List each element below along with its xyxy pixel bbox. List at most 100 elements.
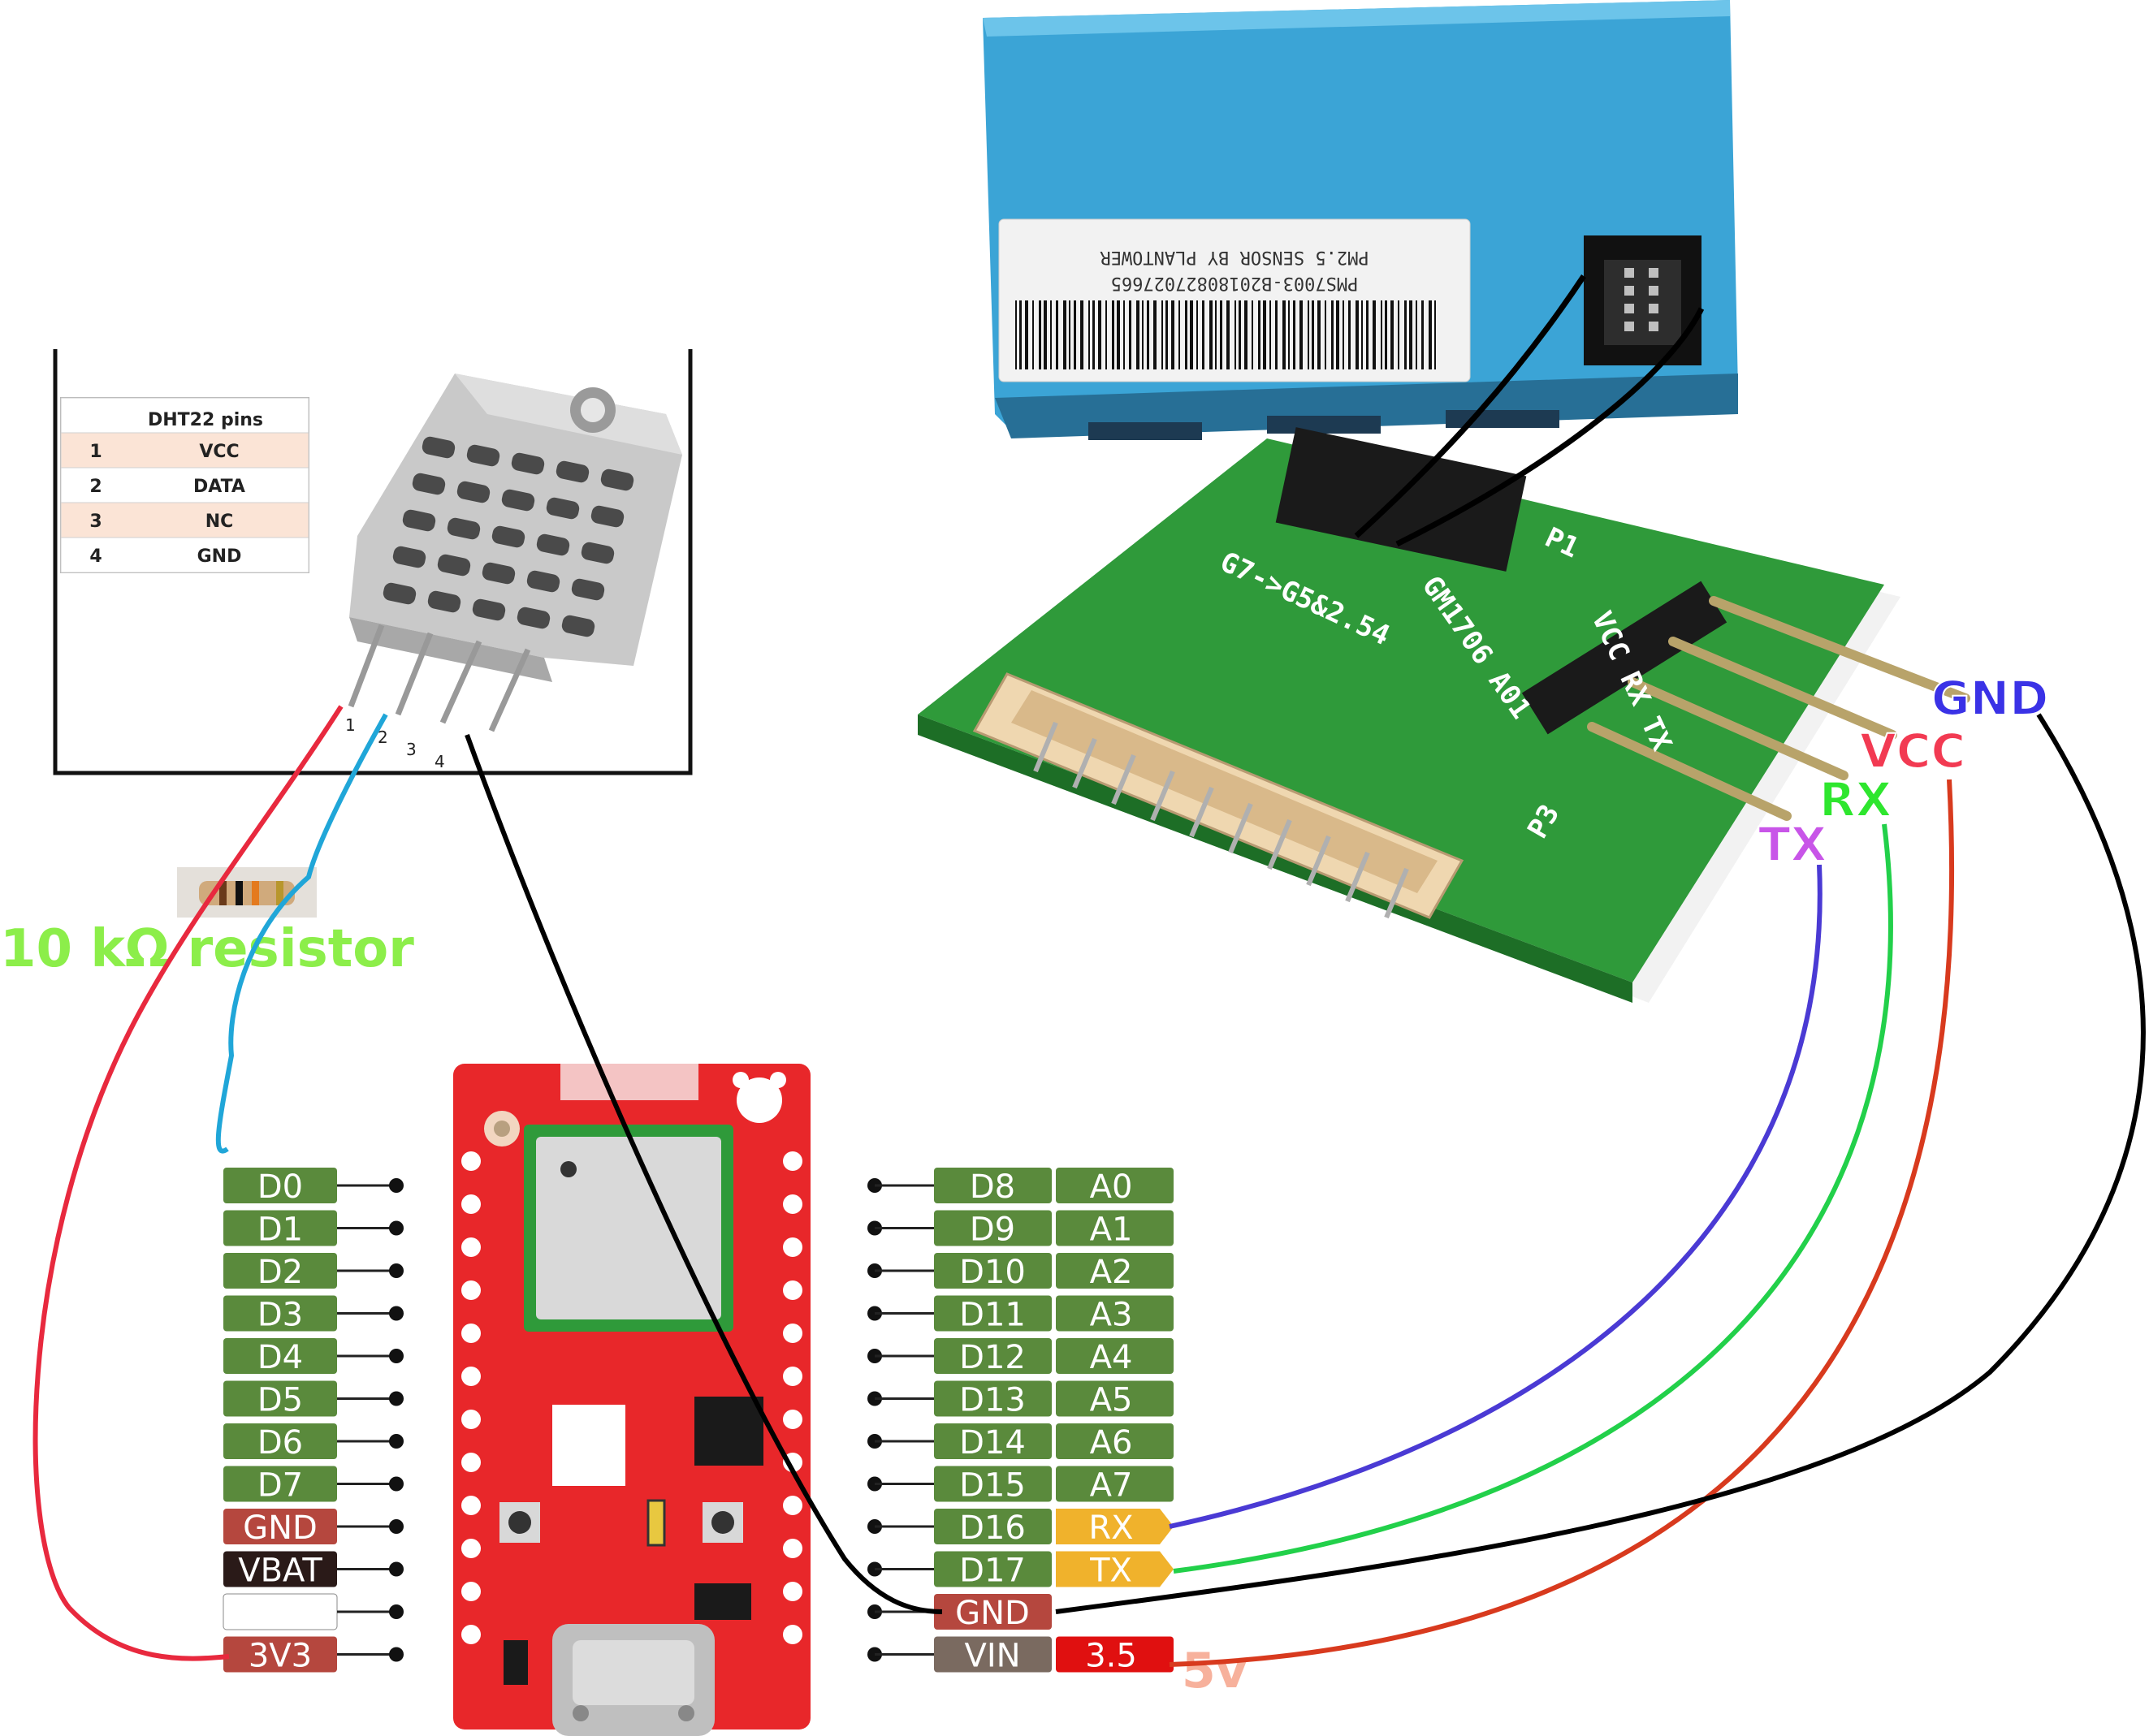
table-row-num: 3 xyxy=(89,512,102,532)
pin-label: D6 xyxy=(257,1424,303,1462)
pin-d11: D11 A3 xyxy=(867,1295,1174,1334)
leg-number: 1 xyxy=(345,715,356,735)
pin-alt-label: A4 xyxy=(1090,1339,1133,1376)
leg-number: 3 xyxy=(406,740,417,759)
sensor-pin-gnd: GND xyxy=(1931,671,2048,726)
pin-label: D8 xyxy=(970,1168,1015,1206)
pin-gnd: GND xyxy=(867,1594,1052,1632)
pin-alt-label: A5 xyxy=(1090,1382,1133,1419)
dev-board xyxy=(453,1064,811,1736)
pin-label: D14 xyxy=(959,1424,1026,1462)
pin-alt-label: A2 xyxy=(1090,1254,1133,1291)
pin-label: D3 xyxy=(257,1297,303,1334)
pin-rst: RST xyxy=(223,1593,404,1632)
pin-label: D17 xyxy=(959,1552,1026,1590)
pin-label: D16 xyxy=(959,1509,1026,1547)
usb-port-icon xyxy=(552,1624,715,1736)
table-row-name: DATA xyxy=(193,477,245,497)
wire-tx xyxy=(1169,864,1823,1529)
table-row-name: GND xyxy=(197,546,242,567)
pin-label: VIN xyxy=(964,1638,1020,1675)
pin-d3: D3 xyxy=(223,1295,404,1334)
pin-label: D1 xyxy=(257,1211,303,1249)
table-row-name: NC xyxy=(205,512,234,532)
barcode xyxy=(1015,300,1436,369)
wires xyxy=(32,274,2146,1667)
pin-d6: D6 xyxy=(223,1423,404,1462)
pin-d14: D14 A6 xyxy=(867,1423,1174,1462)
pin-label: D0 xyxy=(257,1168,303,1206)
pin-alt-label: A7 xyxy=(1090,1467,1133,1505)
pin-alt-label: A6 xyxy=(1090,1424,1133,1462)
pin-d12: D12 A4 xyxy=(867,1338,1174,1376)
pin-label: D4 xyxy=(257,1339,303,1376)
pin-label: D10 xyxy=(959,1254,1026,1291)
bear-logo-icon xyxy=(733,1072,786,1123)
pin-label: D11 xyxy=(959,1297,1026,1334)
sticker-line2: PMS7003-B20180827027665 xyxy=(1111,273,1359,293)
table-row-num: 2 xyxy=(89,477,102,497)
pin-label: GND xyxy=(955,1595,1030,1632)
pin-label: D12 xyxy=(959,1339,1026,1376)
pin-alt-label: 3.5 xyxy=(1085,1638,1137,1675)
wire-sensor-cable-1 xyxy=(1354,274,1586,538)
pin-label: 3V3 xyxy=(249,1638,312,1675)
pin-gnd: GND xyxy=(223,1509,404,1547)
header-pins xyxy=(1521,581,1970,821)
pin-d5: D5 xyxy=(223,1380,404,1419)
pin-d8: D8 A0 xyxy=(867,1168,1174,1206)
pms7003-sensor: PM2.5 SENSOR BY PLANTOWER PMS7003-B20180… xyxy=(983,0,1738,440)
leg-number: 4 xyxy=(435,752,445,771)
pin-d7: D7 xyxy=(223,1466,404,1505)
pin-d0: D0 xyxy=(223,1168,404,1206)
sensor-sticker: PM2.5 SENSOR BY PLANTOWER PMS7003-B20180… xyxy=(998,218,1471,382)
board-connector xyxy=(972,672,1464,919)
wire-rx xyxy=(1173,823,1893,1574)
pin-label: RST xyxy=(249,1595,312,1632)
pin-alt-label: RX xyxy=(1088,1509,1133,1547)
pin-d16: D16 RX xyxy=(867,1509,1174,1547)
pin-vin: VIN 3.5 xyxy=(867,1636,1174,1675)
sensor-pin-vcc: VCC xyxy=(1860,723,1965,779)
sensor-pin-rx: RX xyxy=(1819,772,1892,827)
pin-3v3: 3V3 xyxy=(223,1636,404,1675)
wire-dht-data xyxy=(215,713,388,1154)
pin-label: GND xyxy=(243,1509,318,1547)
table-title: DHT22 pins xyxy=(148,410,263,430)
pin-d17: D17 TX xyxy=(867,1551,1174,1590)
wire-dht-vcc xyxy=(32,705,344,1661)
wire-sensor-cable-2 xyxy=(1395,307,1705,547)
pin-label: D15 xyxy=(959,1467,1026,1505)
pin-alt-label: A1 xyxy=(1090,1211,1133,1249)
sensor-connector xyxy=(1584,235,1701,365)
wire-dht-gnd xyxy=(465,733,943,1614)
pin-label: D7 xyxy=(257,1467,303,1505)
adapter-board: P1 G7->G5&2.54 GM1706 A01 P3 VCC RX TX xyxy=(918,427,1970,1003)
wire-vcc xyxy=(1169,779,1955,1667)
pin-d13: D13 A5 xyxy=(867,1380,1174,1419)
pin-label: VBAT xyxy=(238,1552,322,1590)
resistor-label: 10 kΩ resistor xyxy=(0,919,414,979)
pin-d15: D15 A7 xyxy=(867,1466,1174,1505)
vin-note: 5v xyxy=(1182,1643,1247,1699)
pin-label: D13 xyxy=(959,1382,1026,1419)
pin-d2: D2 xyxy=(223,1253,404,1291)
pin-alt-label: A0 xyxy=(1090,1168,1133,1206)
sticker-line1: PM2.5 SENSOR BY PLANTOWER xyxy=(1100,247,1369,267)
pin-d4: D4 xyxy=(223,1338,404,1376)
pin-label: D2 xyxy=(257,1254,303,1291)
wire-gnd xyxy=(1055,713,2146,1614)
pin-alt-label: A3 xyxy=(1090,1297,1133,1334)
pin-d10: D10 A2 xyxy=(867,1253,1174,1291)
table-row-num: 4 xyxy=(89,546,102,567)
resistor xyxy=(177,867,317,918)
table-row-name: VCC xyxy=(199,442,239,462)
pin-alt-label: TX xyxy=(1089,1552,1132,1590)
pin-label: D5 xyxy=(257,1382,303,1419)
leg-number: 2 xyxy=(378,728,388,747)
pin-d1: D1 xyxy=(223,1210,404,1249)
